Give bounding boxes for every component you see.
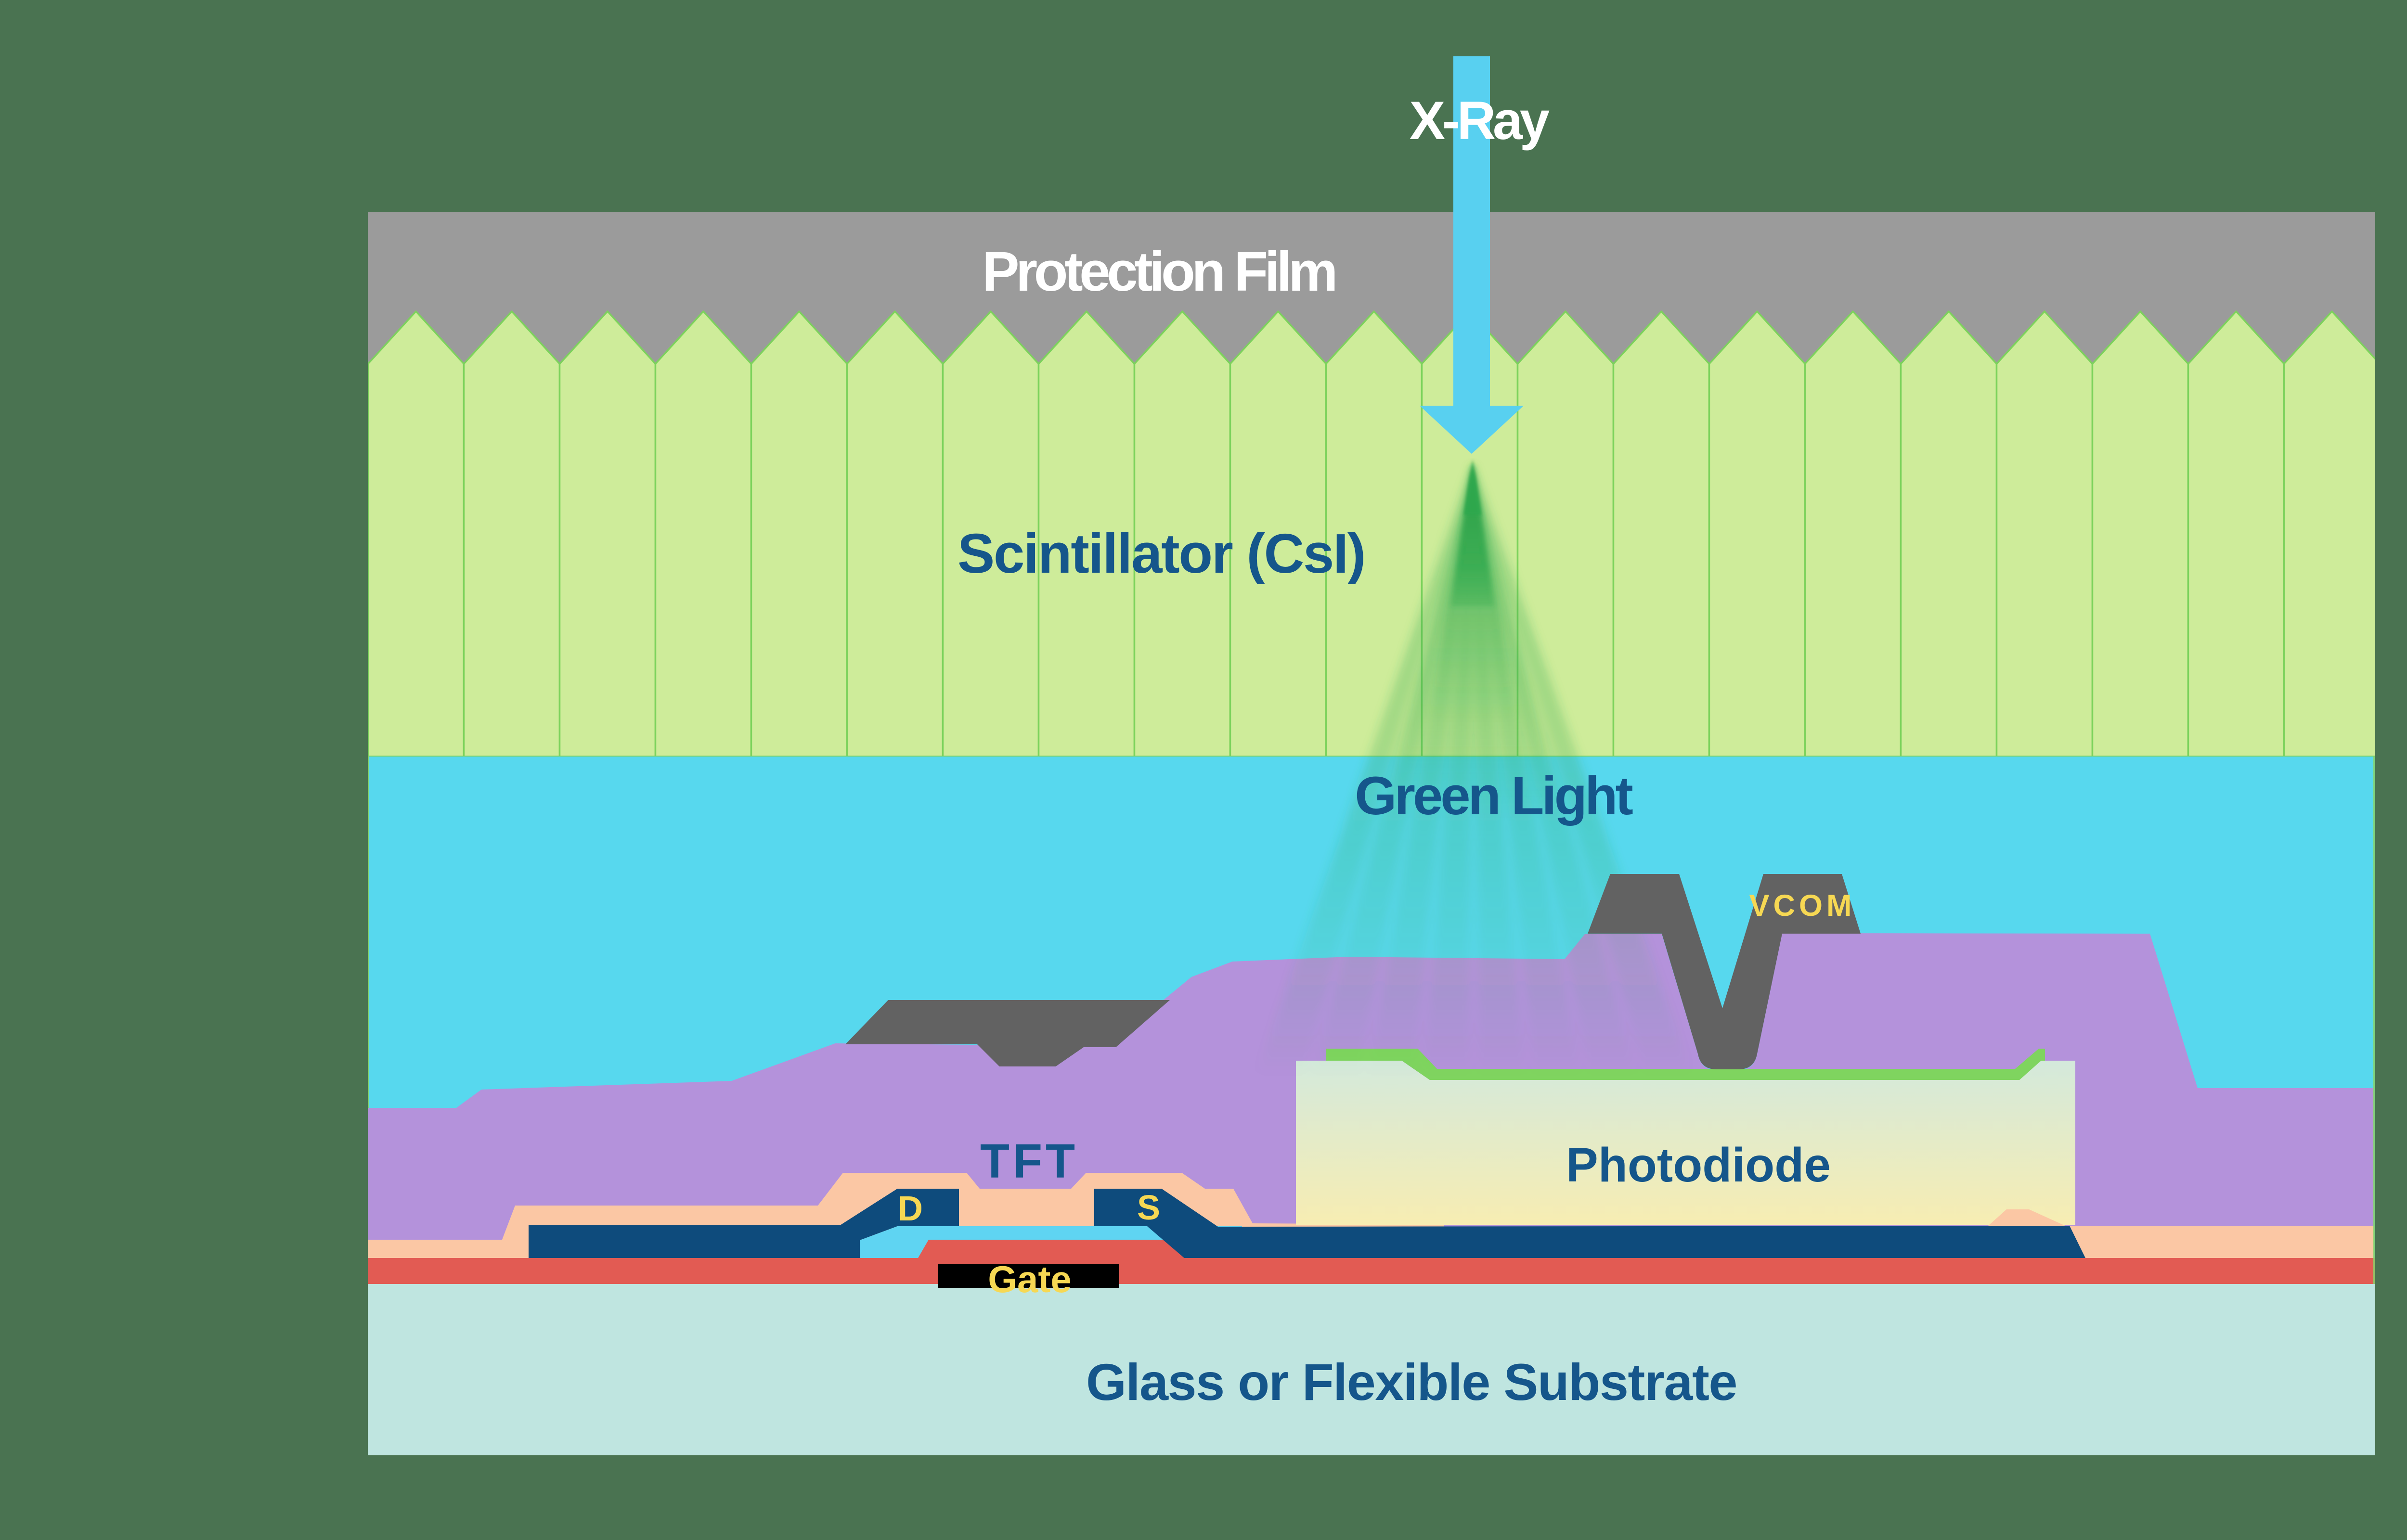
svg-text:X-Ray: X-Ray [1410, 90, 1550, 151]
svg-text:Gate: Gate [988, 1258, 1071, 1300]
svg-text:S: S [1137, 1189, 1160, 1227]
svg-text:TFT: TFT [980, 1134, 1078, 1188]
svg-text:Scintillator (CsI): Scintillator (CsI) [958, 522, 1365, 585]
svg-text:VCOM: VCOM [1749, 889, 1856, 923]
svg-text:Glass or Flexible Substrate: Glass or Flexible Substrate [1086, 1353, 1737, 1411]
svg-text:D: D [898, 1190, 923, 1228]
svg-text:Green Light: Green Light [1355, 766, 1632, 826]
svg-text:Photodiode: Photodiode [1566, 1138, 1831, 1192]
svg-text:Protection Film: Protection Film [982, 240, 1334, 303]
